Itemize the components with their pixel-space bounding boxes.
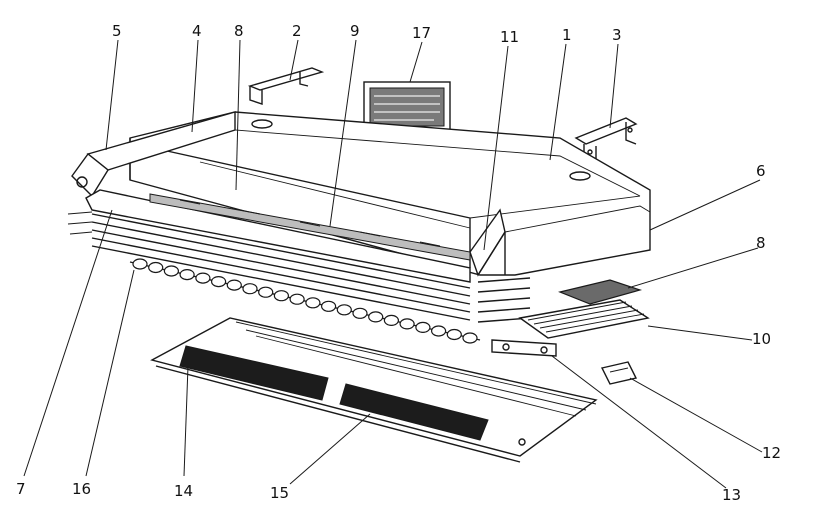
callout-13: 13: [722, 486, 741, 504]
roller: [148, 261, 164, 274]
callout-16: 16: [72, 480, 91, 498]
callout-11: 11: [500, 28, 519, 46]
part-15-filter-right: [339, 383, 489, 441]
callout-4: 4: [192, 22, 202, 40]
callout-1: 1: [562, 26, 572, 44]
roller: [211, 276, 227, 288]
roller: [352, 307, 368, 319]
part-9-louver: [149, 193, 471, 261]
callout-15: 15: [270, 484, 289, 502]
roller: [289, 293, 305, 305]
callout-6: 6: [756, 162, 766, 180]
part-2-bracket: [247, 67, 325, 105]
part-6-side-louvers: [477, 277, 531, 323]
callout-14: 14: [174, 482, 193, 500]
roller: [368, 311, 384, 323]
roller: [446, 328, 462, 341]
roller: [336, 304, 352, 316]
part-7-front-grille: [67, 189, 471, 321]
roller: [321, 300, 337, 312]
roller: [415, 321, 431, 333]
roller: [226, 279, 242, 291]
part-13-bracket: [491, 339, 557, 357]
roller: [431, 325, 447, 337]
callout-3: 3: [612, 26, 622, 44]
callout-5: 5: [112, 22, 122, 40]
part-10-grill-panel: [518, 299, 650, 339]
roller: [273, 290, 289, 302]
roller: [163, 265, 179, 277]
roller: [195, 272, 211, 284]
callout-labels: 5 4 8 2 9 17 11 1 3 6 8 10 12 13 7 16 14…: [16, 22, 781, 504]
callout-8: 8: [234, 22, 244, 40]
leader-lines: [23, 39, 763, 489]
part-12-clip: [600, 361, 638, 385]
roller: [179, 269, 195, 281]
roller: [132, 258, 148, 270]
part-11-end-cap: [469, 208, 506, 277]
callout-12: 12: [762, 444, 781, 462]
roller: [305, 297, 321, 309]
roller: [242, 283, 258, 295]
roller: [462, 332, 478, 344]
callout-2: 2: [292, 22, 302, 40]
roller: [383, 314, 399, 326]
roller: [258, 286, 274, 298]
callout-9: 9: [350, 22, 360, 40]
callout-17: 17: [412, 24, 431, 42]
part-14-base-tray: [150, 317, 598, 463]
callout-8-right: 8: [756, 234, 766, 252]
part-16-roller-rod: [129, 258, 481, 344]
roller: [399, 318, 415, 330]
callout-7: 7: [16, 480, 26, 498]
callout-10: 10: [752, 330, 771, 348]
part-8-filter-right: [558, 279, 643, 305]
part-15-filter-left: [179, 345, 329, 401]
part-5-side-panel: [71, 111, 236, 198]
